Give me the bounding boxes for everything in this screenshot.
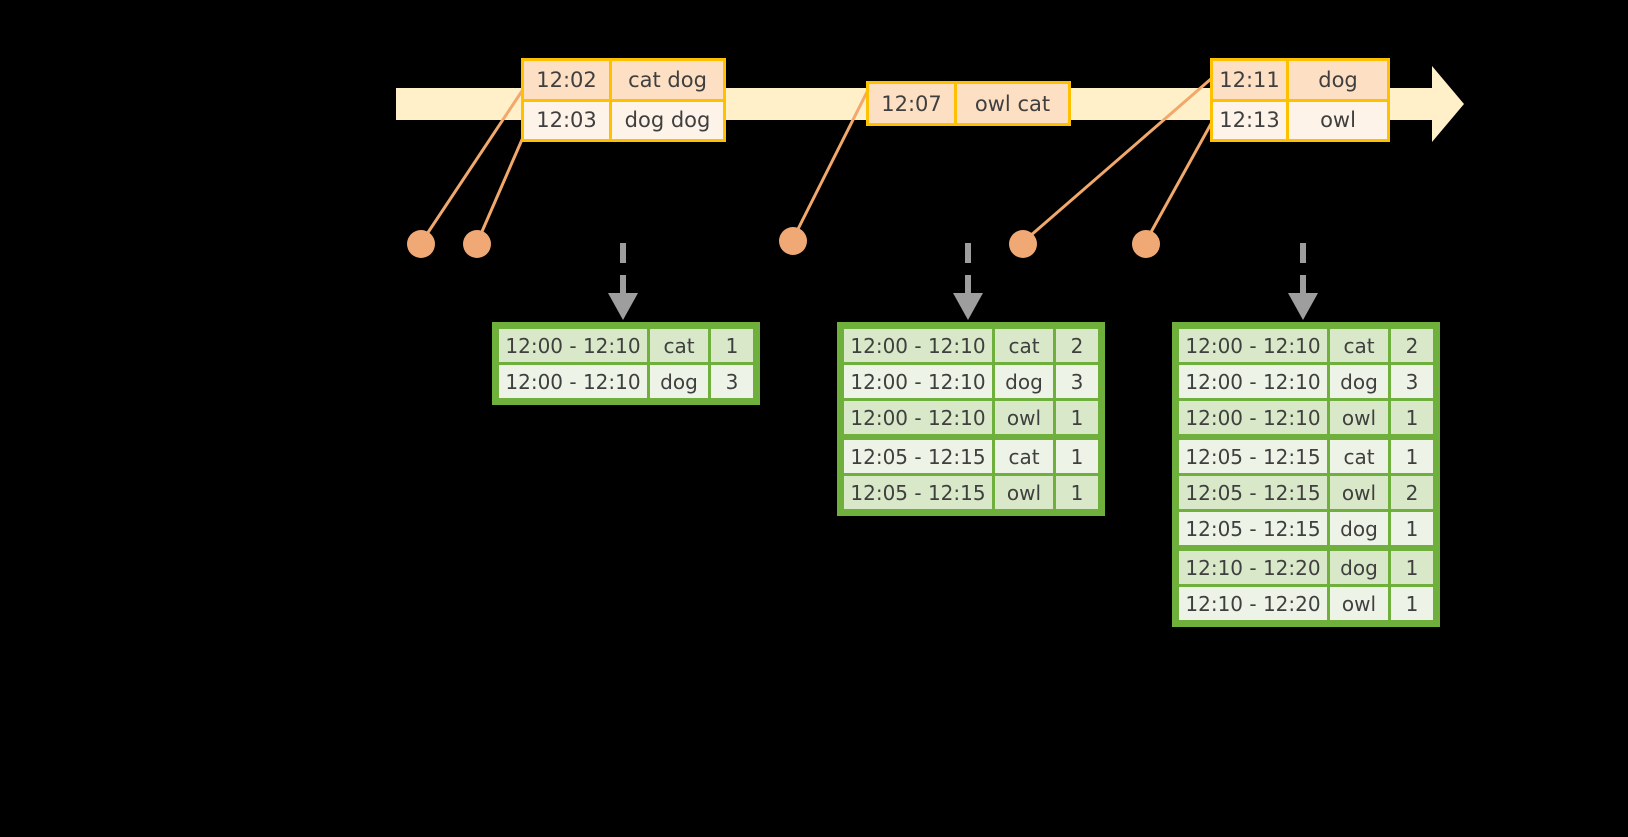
window-range-cell: 12:10 - 12:20 [1179,587,1327,620]
event-time: 12:11 [1213,61,1289,99]
window-count-cell: 3 [1056,365,1098,398]
window-count-cell: 1 [1056,476,1098,509]
window-key-cell: cat [1330,440,1388,473]
window-count-cell: 1 [1391,440,1433,473]
window-key-cell: cat [995,440,1053,473]
event-row[interactable]: 12:07 owl cat [869,84,1068,123]
event-box-1[interactable]: 12:02 cat dog 12:03 dog dog [521,58,726,142]
window-count-cell: 1 [1391,512,1433,545]
window-count-cell: 1 [1391,587,1433,620]
window-count-cell: 3 [711,365,753,398]
event-box-3[interactable]: 12:11 dog 12:13 owl [1210,58,1390,142]
event-time: 12:02 [524,61,612,99]
connector-line-3 [790,89,870,242]
window-count-cell: 1 [1056,401,1098,434]
window-key-cell: owl [1330,587,1388,620]
window-range-cell: 12:00 - 12:10 [1179,401,1327,434]
connector-line-1 [419,87,526,244]
window-range-cell: 12:05 - 12:15 [844,440,992,473]
window-count-cell: 2 [1056,329,1098,362]
window-count-cell: 1 [711,329,753,362]
window-key-cell: owl [995,401,1053,434]
window-count-cell: 3 [1391,365,1433,398]
event-payload: owl cat [974,91,1051,116]
event-row[interactable]: 12:11 dog [1213,61,1387,99]
window-count-cell: 1 [1391,551,1433,584]
event-row[interactable]: 12:02 cat dog [524,61,723,99]
window-range-cell: 12:00 - 12:10 [499,329,647,362]
connector-dot-3 [779,227,807,255]
connector-dots [407,227,1160,258]
window-range-cell: 12:00 - 12:10 [1179,365,1327,398]
event-payload: cat dog [628,67,707,92]
window-key-cell: owl [995,476,1053,509]
event-row[interactable]: 12:03 dog dog [524,98,723,139]
event-row[interactable]: 12:13 owl [1213,98,1387,139]
event-payload: owl [1320,108,1356,133]
event-time: 12:07 [869,84,957,123]
window-key-cell: cat [1330,329,1388,362]
dashed-arrow-head-2 [953,293,983,320]
dashed-arrows [620,243,1306,297]
window-count-cell: 2 [1391,476,1433,509]
connector-dot-1 [407,230,435,258]
event-box-2[interactable]: 12:07 owl cat [866,81,1071,126]
window-key-cell: dog [1330,512,1388,545]
window-count-cell: 1 [1056,440,1098,473]
window-key-cell: dog [1330,551,1388,584]
event-payload: dog [1318,67,1358,92]
dashed-arrow-head-1 [608,293,638,320]
window-key-cell: cat [650,329,708,362]
connector-dot-4 [1009,230,1037,258]
window-key-cell: owl [1330,401,1388,434]
window-range-cell: 12:05 - 12:15 [1179,476,1327,509]
window-key-cell: cat [995,329,1053,362]
connector-line-5 [1143,121,1214,244]
window-range-cell: 12:00 - 12:10 [844,365,992,398]
dashed-arrow-heads [608,293,1318,320]
event-payload: dog dog [624,108,711,133]
window-count-cell: 2 [1391,329,1433,362]
window-range-cell: 12:05 - 12:15 [844,476,992,509]
window-key-cell: dog [1330,365,1388,398]
event-time: 12:13 [1213,101,1289,139]
window-range-cell: 12:00 - 12:10 [844,329,992,362]
window-range-cell: 12:00 - 12:10 [844,401,992,434]
window-key-cell: dog [995,365,1053,398]
window-key-cell: owl [1330,476,1388,509]
connector-line-2 [475,134,526,244]
connector-dot-2 [463,230,491,258]
window-range-cell: 12:00 - 12:10 [1179,329,1327,362]
event-time: 12:03 [524,101,612,139]
window-key-cell: dog [650,365,708,398]
window-range-cell: 12:10 - 12:20 [1179,551,1327,584]
connector-dot-5 [1132,230,1160,258]
window-range-cell: 12:05 - 12:15 [1179,512,1327,545]
window-range-cell: 12:00 - 12:10 [499,365,647,398]
window-count-cell: 1 [1391,401,1433,434]
window-range-cell: 12:05 - 12:15 [1179,440,1327,473]
dashed-arrow-head-3 [1288,293,1318,320]
